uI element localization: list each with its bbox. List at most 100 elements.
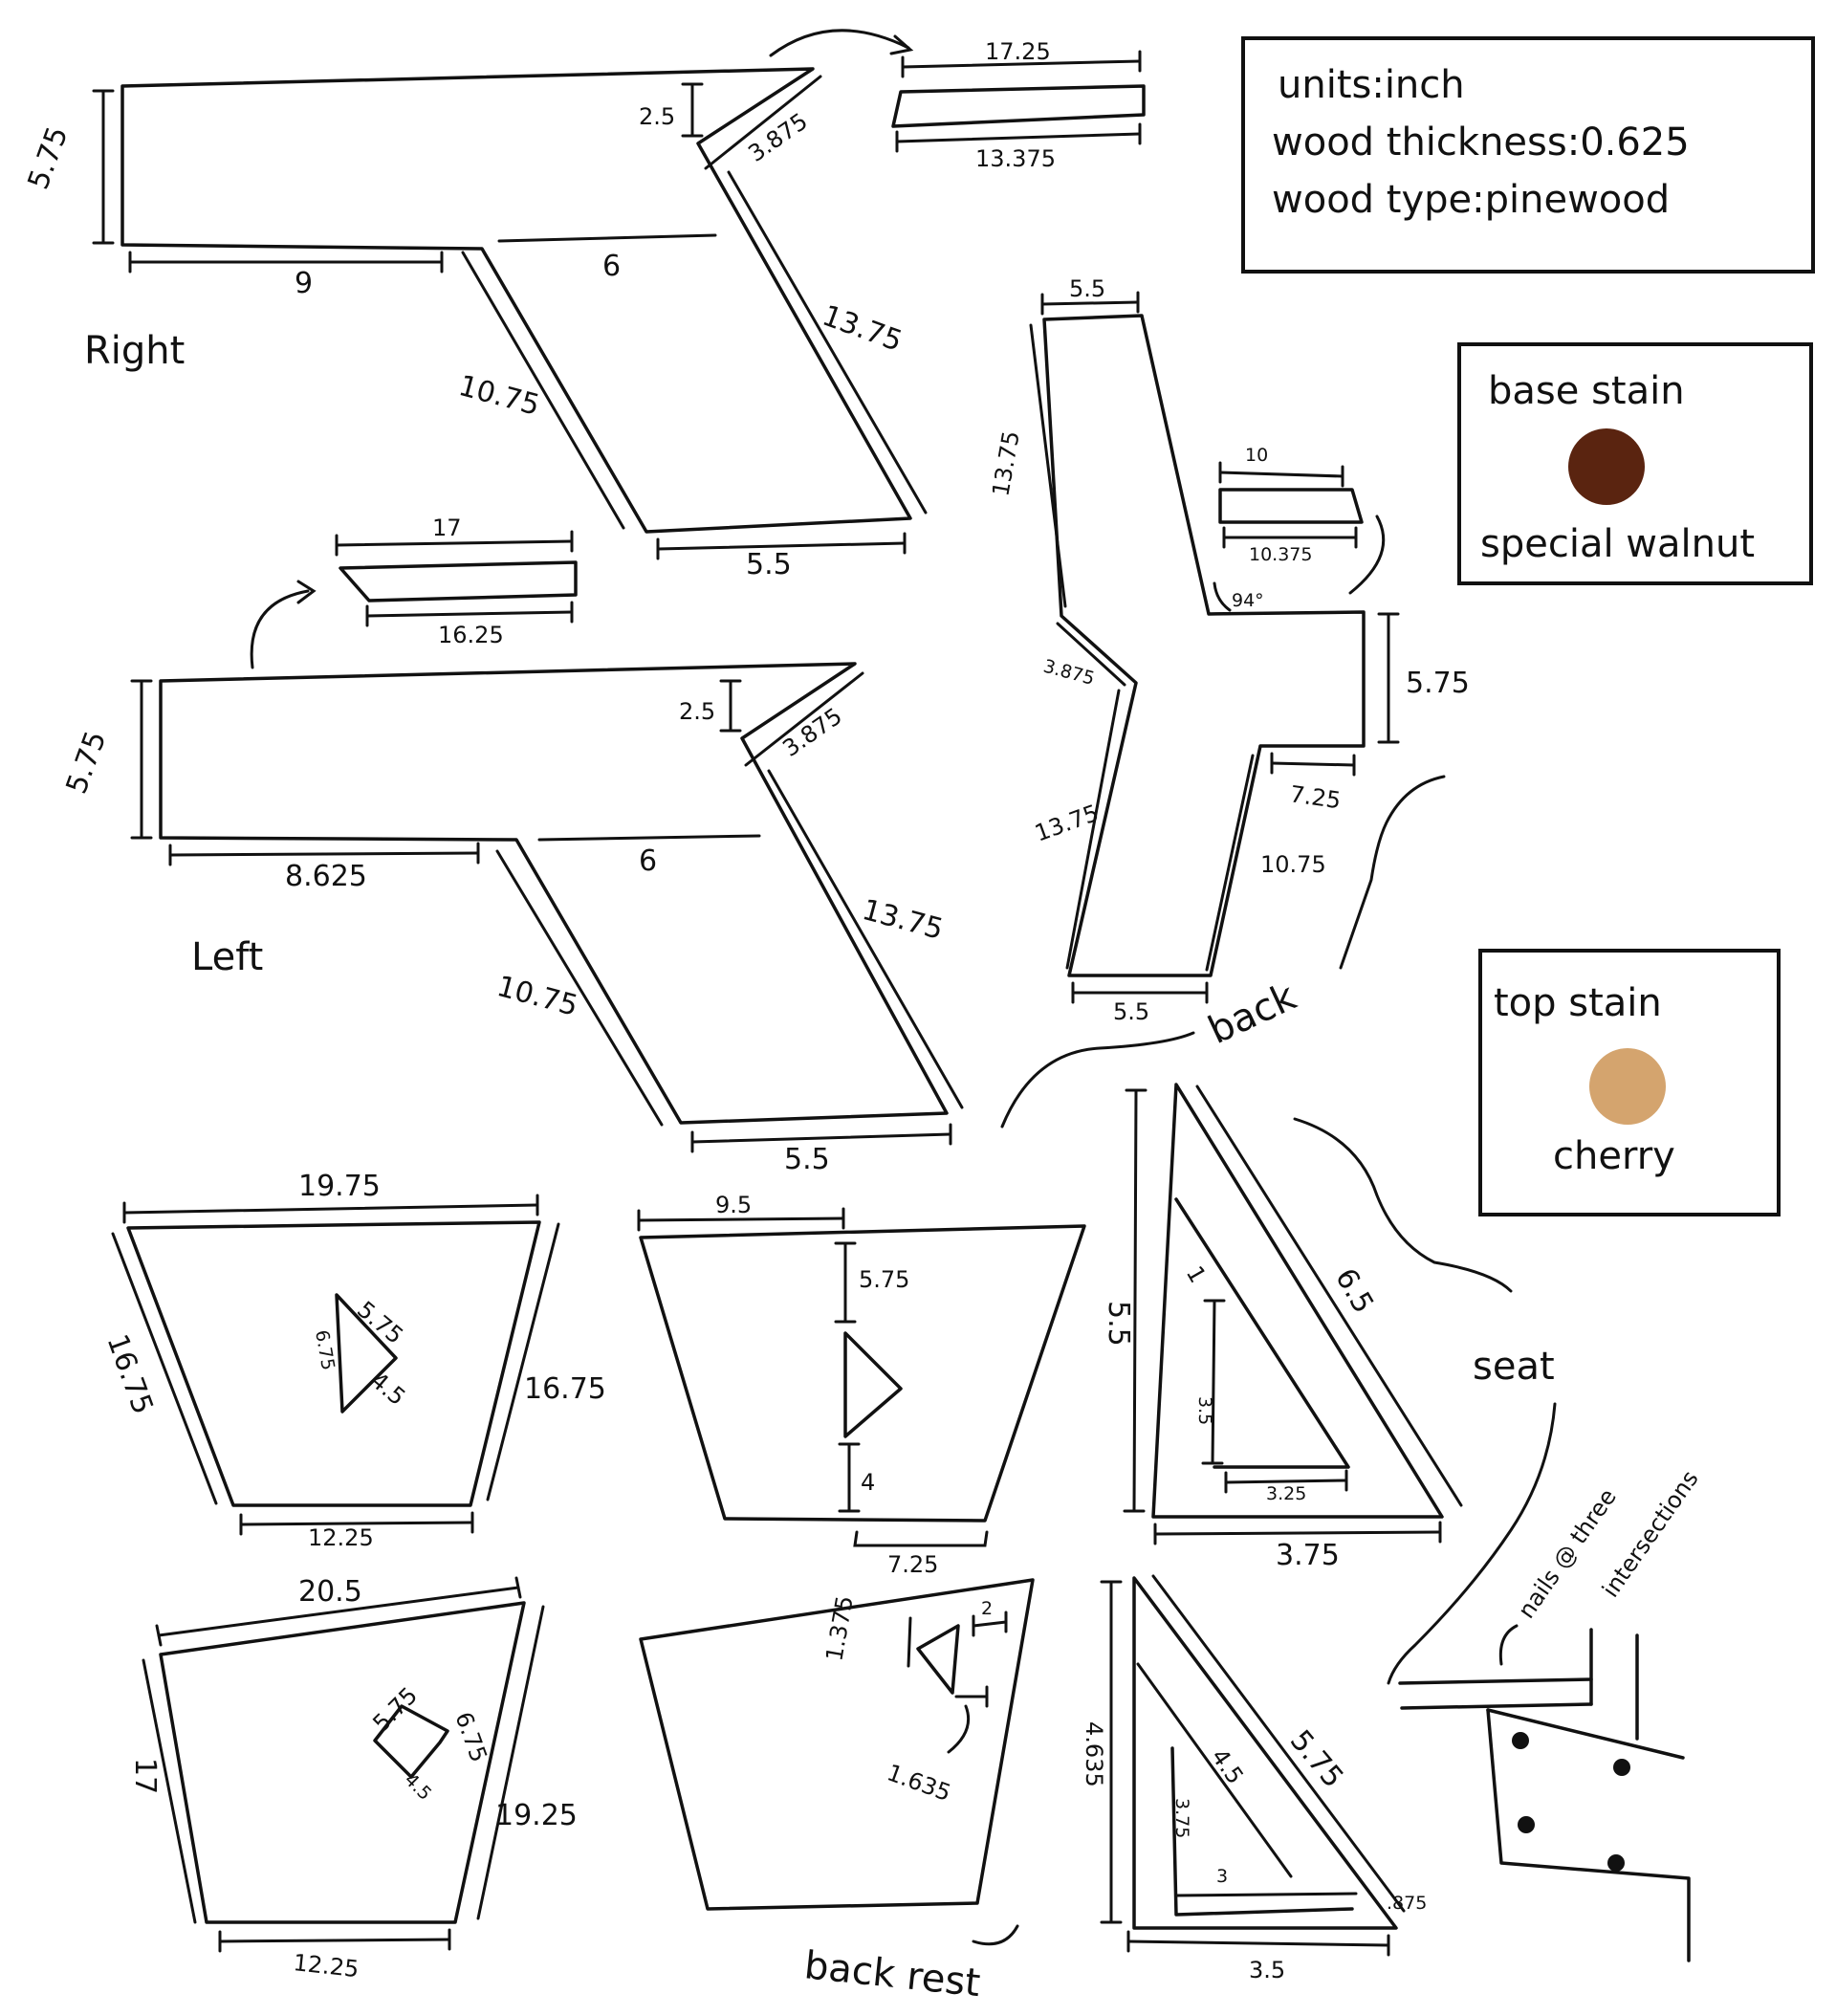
left-inner-label: 10.75 xyxy=(493,970,581,1023)
seat-section-label: seat xyxy=(1473,1345,1555,1389)
nail-detail: nails @ three intersections xyxy=(1398,1466,1704,1962)
seat-a-left-label: 16.75 xyxy=(99,1330,159,1419)
left-strip xyxy=(339,560,578,603)
seat-a-right-label: 16.75 xyxy=(524,1372,606,1406)
back-notch-label: 7.25 xyxy=(1288,780,1343,814)
right-strip-bottom-label: 13.375 xyxy=(975,145,1056,172)
back-section-label: back xyxy=(1202,975,1303,1053)
back-kink-label: 3.875 xyxy=(1041,656,1097,690)
back-rest-label: back rest xyxy=(802,1943,982,2005)
right-piece-outline xyxy=(120,67,912,534)
seat-tri-inner-height-label: 3.5 xyxy=(1194,1396,1215,1425)
seat-b-top-label: 9.5 xyxy=(715,1192,752,1218)
seat-a-top-label: 19.75 xyxy=(298,1170,381,1203)
rest-tri-corner-label: .875 xyxy=(1387,1893,1427,1914)
back-b-cutout xyxy=(916,1624,960,1695)
left-outer-label: 13.75 xyxy=(859,893,947,947)
base-stain-name: special walnut xyxy=(1480,522,1755,566)
left-height-label: 5.75 xyxy=(60,727,114,799)
right-bottom-label: 9 xyxy=(295,267,313,300)
back-b-b-label: 2 xyxy=(981,1598,993,1619)
rest-tri-inner-hyp-label: 4.5 xyxy=(1206,1743,1249,1788)
back-angle-arc xyxy=(1213,581,1232,612)
left-foot-label: 5.5 xyxy=(784,1143,830,1176)
seat-b-v-bottom-label: 4 xyxy=(861,1469,875,1496)
right-strip-top-label: 17.25 xyxy=(985,38,1051,65)
left-drop-label: 2.5 xyxy=(679,698,715,725)
back-a-tri-a-label: 5.75 xyxy=(367,1682,423,1738)
back-b-a-label: 1.375 xyxy=(820,1594,859,1664)
nails-label: nails @ three xyxy=(1513,1484,1622,1624)
nail-dot xyxy=(1613,1759,1630,1776)
right-strip xyxy=(891,84,1146,128)
top-stain-name: cherry xyxy=(1553,1134,1675,1178)
left-bottom-label: 8.625 xyxy=(285,860,367,893)
left-arrow xyxy=(250,589,310,669)
nail-detail-panel xyxy=(1486,1708,1691,1962)
right-inner-label: 10.75 xyxy=(455,369,543,423)
seat-callout-curve-2 xyxy=(1387,1402,1557,1685)
back-a-top-label: 20.5 xyxy=(298,1575,362,1609)
right-foot-label: 5.5 xyxy=(746,548,792,581)
seat-a-bottom-label: 12.25 xyxy=(308,1524,374,1551)
seat-a-tri-b-label: 6.75 xyxy=(311,1328,339,1371)
back-strip-bottom-label: 10.375 xyxy=(1249,544,1312,565)
rest-tri-inner-base-label: 3 xyxy=(1216,1866,1228,1887)
back-b-leader xyxy=(947,1704,971,1754)
back-a-left-label: 17 xyxy=(128,1758,162,1794)
right-drop-label: 2.5 xyxy=(639,103,675,130)
rest-tri-hyp-label: 5.75 xyxy=(1283,1724,1350,1795)
nail-dot xyxy=(1607,1854,1625,1872)
back-strip-arrow xyxy=(1348,515,1386,595)
seat-callout-curve xyxy=(1293,1117,1513,1293)
base-stain-card: base stain special walnut xyxy=(1457,342,1813,585)
rest-tri-inner-height-label: 3.75 xyxy=(1171,1798,1192,1838)
intersections-label: intersections xyxy=(1597,1466,1704,1603)
rest-tri-base-label: 3.5 xyxy=(1249,1957,1285,1983)
seat-a-tri-c-label: 4.5 xyxy=(365,1367,410,1411)
seat-triangle-outline xyxy=(1151,1083,1444,1519)
top-stain-frame xyxy=(1478,949,1781,1216)
left-strip-top-label: 17 xyxy=(432,515,462,541)
nail-dot xyxy=(1518,1816,1535,1833)
rest-tri-height-label: 4.635 xyxy=(1081,1721,1107,1787)
seat-tri-offset-label: 1 xyxy=(1181,1261,1212,1287)
right-notch-label: 6 xyxy=(602,250,621,283)
back-foot-label: 5.5 xyxy=(1113,998,1149,1025)
seat-panel-b-outline xyxy=(639,1224,1086,1523)
left-strip-bottom-label: 16.25 xyxy=(438,622,504,648)
seat-panel-b: 9.5 5.75 4 7.25 xyxy=(637,1192,1086,1578)
base-stain-swatch xyxy=(1568,428,1645,505)
left-side-piece: 5.75 8.625 6 2.5 3.875 13.75 10.75 5.5 L… xyxy=(60,515,964,1176)
back-panel-a: 20.5 17 19.25 12.25 5.75 6.75 4.5 xyxy=(128,1575,578,1983)
back-a-tri-b-label: 6.75 xyxy=(449,1708,492,1765)
back-panel-b: 1.375 2 1.635 back rest xyxy=(639,1578,1035,2005)
right-cut-label: 3.875 xyxy=(743,108,812,167)
seat-triangle-inner xyxy=(1174,1197,1350,1469)
rest-triangle: 4.635 5.75 4.5 3.75 3 3.5 .875 xyxy=(1081,1574,1427,1983)
back-angle-label: 94° xyxy=(1232,590,1264,611)
back-callout-curve-2 xyxy=(1000,1031,1195,1129)
back-a-right-label: 19.25 xyxy=(495,1799,578,1832)
seat-tri-hyp-label: 6.5 xyxy=(1328,1263,1380,1320)
rest-triangle-outline xyxy=(1132,1576,1398,1930)
left-notch-label: 6 xyxy=(639,844,657,878)
top-stain-swatch xyxy=(1589,1048,1666,1125)
nail-dot xyxy=(1512,1732,1529,1749)
wood-type-label: wood type:pinewood xyxy=(1272,178,1670,222)
right-arrow xyxy=(769,29,910,57)
rest-triangle-inner xyxy=(1170,1746,1354,1917)
back-upper-left-label: 13.75 xyxy=(987,429,1025,499)
back-a-cutout xyxy=(373,1704,449,1779)
thickness-label: wood thickness:0.625 xyxy=(1272,121,1690,164)
seat-triangle: 5.5 6.5 3.75 1 3.5 3.25 seat xyxy=(1102,1083,1557,1685)
seat-b-cutout xyxy=(843,1331,903,1438)
units-label: units:inch xyxy=(1278,63,1465,107)
back-a-bottom-label: 12.25 xyxy=(292,1949,360,1983)
back-panel-a-outline xyxy=(159,1601,526,1924)
info-box-frame xyxy=(1241,36,1815,274)
back-panel-b-outline xyxy=(639,1578,1035,1911)
back-rest-underline xyxy=(972,1924,1019,1946)
back-strip-top-label: 10 xyxy=(1245,445,1268,466)
right-section-label: Right xyxy=(84,329,185,373)
